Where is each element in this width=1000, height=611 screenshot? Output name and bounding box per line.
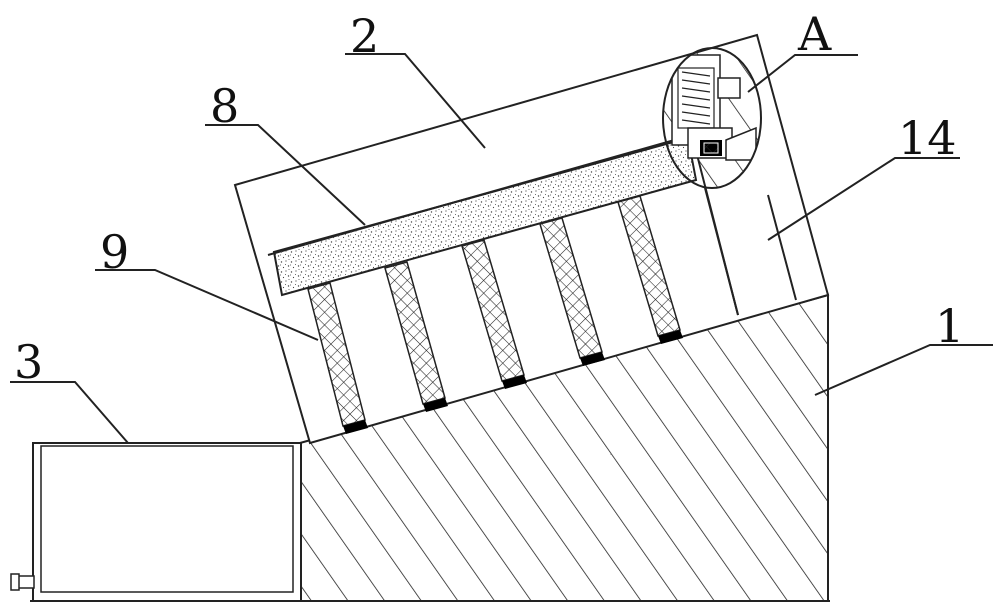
label-9: 9 bbox=[100, 225, 129, 279]
leader-A bbox=[747, 54, 858, 93]
wall-14-inner bbox=[704, 187, 739, 316]
spring-columns bbox=[307, 195, 681, 427]
leader-14 bbox=[767, 157, 960, 241]
leader-9 bbox=[95, 269, 319, 341]
spring-foot-4 bbox=[580, 352, 605, 366]
label-8: 8 bbox=[210, 79, 239, 133]
spring-foot-1 bbox=[343, 420, 368, 434]
detail-a bbox=[662, 47, 762, 189]
spring-feet bbox=[343, 330, 683, 434]
leader-lines bbox=[10, 53, 993, 444]
collection-box bbox=[10, 442, 302, 602]
label-3: 3 bbox=[14, 335, 43, 389]
spring-foot-5 bbox=[658, 330, 683, 344]
leader-3 bbox=[10, 381, 129, 444]
label-14: 14 bbox=[898, 111, 957, 165]
label-2: 2 bbox=[350, 9, 379, 63]
spring-foot-3 bbox=[502, 375, 527, 389]
label-A: A bbox=[797, 7, 832, 61]
leader-2 bbox=[345, 53, 486, 149]
leader-8 bbox=[205, 124, 366, 226]
wall-14-outer bbox=[767, 194, 797, 301]
leader-1 bbox=[814, 344, 993, 396]
label-1: 1 bbox=[935, 299, 964, 353]
spring-foot-2 bbox=[423, 398, 448, 412]
